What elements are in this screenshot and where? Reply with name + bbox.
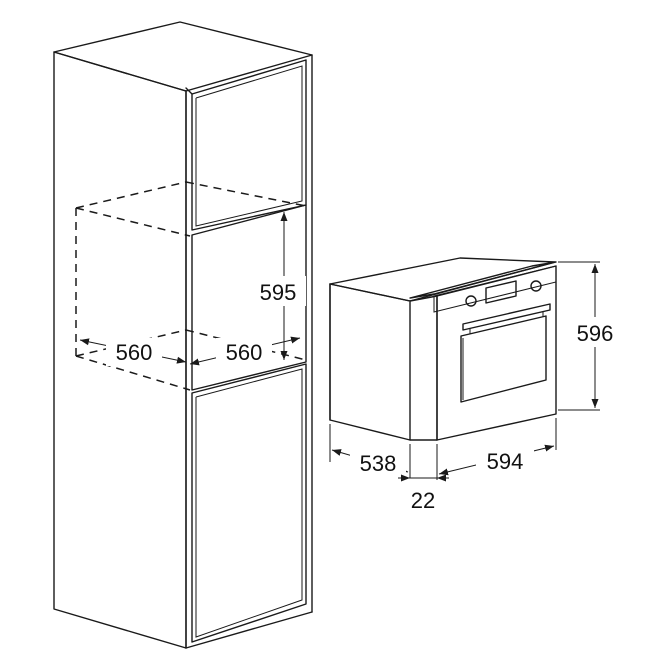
oven-control-panel xyxy=(409,261,557,299)
oven-front-panel xyxy=(436,265,557,441)
niche-width-label: 560 xyxy=(226,340,263,365)
oven-window xyxy=(460,315,547,403)
oven-display xyxy=(485,280,517,304)
tall-cabinet: 595 560 560 xyxy=(53,21,313,649)
dim-oven-width: 594 xyxy=(436,418,557,480)
oven-body-side xyxy=(329,283,411,441)
oven-height-label: 596 xyxy=(577,321,614,346)
oven-handle xyxy=(462,303,551,331)
lower-door xyxy=(191,363,307,643)
oven-width-label: 594 xyxy=(487,449,524,474)
dim-niche-width: 560 xyxy=(189,336,301,366)
right-knob-icon xyxy=(530,280,542,292)
front-thickness-label: 22 xyxy=(411,488,435,513)
dim-oven-height: 596 xyxy=(558,261,624,411)
dim-front-thickness: 22 xyxy=(398,474,449,513)
oven xyxy=(329,257,557,441)
cabinet-top xyxy=(53,21,313,92)
niche-depth-label: 560 xyxy=(116,340,153,365)
dim-niche-depth: 560 xyxy=(79,338,187,366)
niche-height-label: 595 xyxy=(260,280,297,305)
oven-depth-label: 538 xyxy=(360,451,397,476)
left-knob-icon xyxy=(465,295,477,307)
dim-niche-height: 595 xyxy=(250,212,306,360)
dim-oven-depth: 538 xyxy=(329,424,411,478)
